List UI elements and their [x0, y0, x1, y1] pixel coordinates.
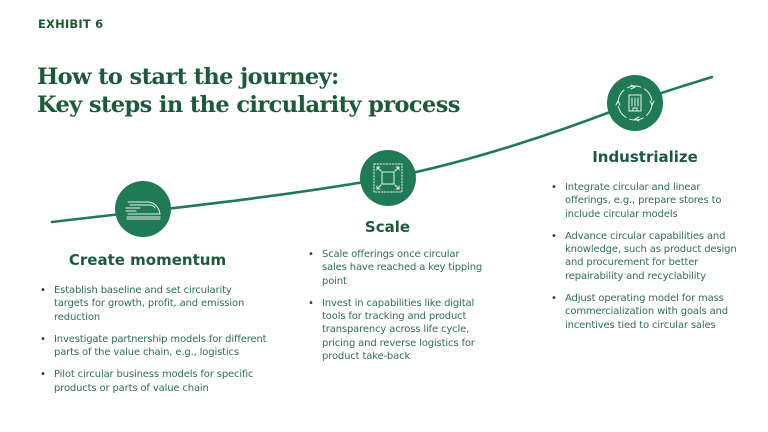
bullet-item: Scale offerings once circular sales have…	[306, 248, 486, 288]
stage-marker-create-momentum	[115, 181, 171, 237]
stage-title-scale: Scale	[364, 218, 411, 236]
stage-title-industrialize: Industrialize	[592, 148, 698, 166]
bullet-item: Adjust operating model for mass commerci…	[549, 292, 744, 332]
bullet-item: Pilot circular business models for speci…	[38, 368, 268, 395]
stage-bullets-industrialize: Integrate circular and linear offerings,…	[549, 181, 744, 341]
page-title: How to start the journey: Key steps in t…	[37, 63, 460, 119]
bullet-item: Advance circular capabilities and knowle…	[549, 230, 744, 283]
title-line-1: How to start the journey:	[37, 64, 339, 90]
bullet-item: Investigate partnership models for diffe…	[38, 333, 268, 360]
stage-bullets-scale: Scale offerings once circular sales have…	[306, 248, 486, 372]
building-cycle-icon	[615, 84, 655, 122]
bullet-item: Invest in capabilities like digital tool…	[306, 297, 486, 363]
bullet-item: Integrate circular and linear offerings,…	[549, 181, 744, 221]
stage-title-create-momentum: Create momentum	[68, 251, 227, 269]
stage-marker-scale	[360, 150, 416, 206]
stage-marker-industrialize	[607, 75, 663, 131]
expand-square-icon	[373, 163, 403, 193]
bullet-item: Establish baseline and set circularity t…	[38, 284, 268, 324]
exhibit-label: EXHIBIT 6	[38, 17, 104, 31]
title-line-2: Key steps in the circularity process	[37, 92, 460, 118]
stage-bullets-create-momentum: Establish baseline and set circularity t…	[38, 284, 268, 404]
train-icon	[125, 201, 161, 220]
